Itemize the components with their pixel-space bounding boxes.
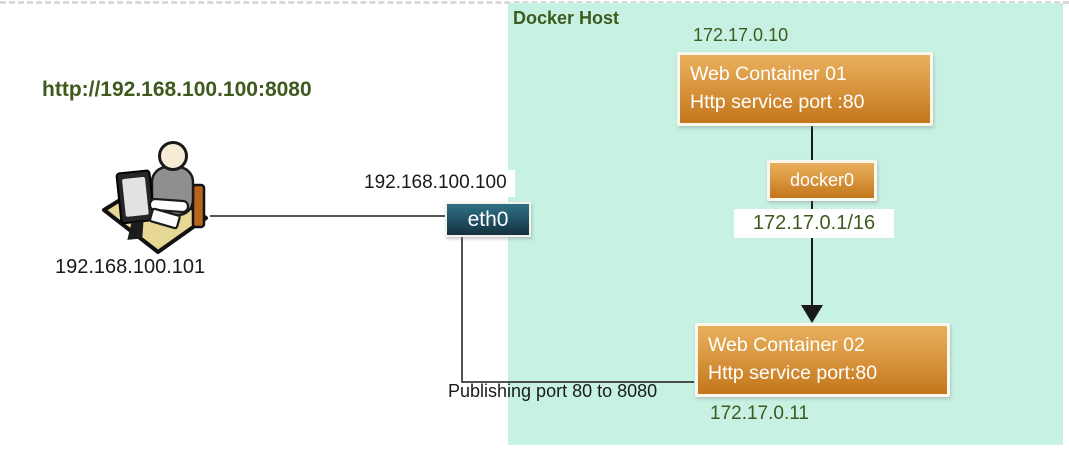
docker0-bridge-node: docker0	[767, 160, 877, 201]
client-request-url: http://192.168.100.100:8080	[42, 78, 312, 101]
web-container-02-node: Web Container 02 Http service port:80	[695, 323, 950, 397]
container2-ip-label: 172.17.0.11	[710, 403, 809, 424]
docker0-label: docker0	[789, 170, 855, 190]
container2-service: Http service port:80	[708, 362, 878, 384]
docker-host-label: Docker Host	[513, 8, 620, 28]
container2-name: Web Container 02	[708, 334, 865, 356]
docker0-subnet-text: 172.17.0.1/16	[752, 212, 876, 234]
eth0-interface-node: eth0	[445, 202, 531, 237]
web-container-01-node: Web Container 01 Http service port :80	[677, 52, 933, 126]
docker0-subnet-label: 172.17.0.1/16	[734, 209, 894, 238]
eth0-ip-label: 192.168.100.100	[360, 170, 515, 197]
slide-boundary-dashed-line	[0, 1, 1069, 4]
person-at-desk-icon	[102, 141, 208, 254]
eth0-label: eth0	[467, 207, 509, 231]
container1-service: Http service port :80	[690, 91, 865, 113]
publish-port-note: Publishing port 80 to 8080	[448, 381, 658, 401]
container1-ip-label: 172.17.0.10	[693, 25, 789, 45]
container1-name: Web Container 01	[690, 63, 847, 85]
client-ip-label: 192.168.100.101	[55, 256, 206, 278]
